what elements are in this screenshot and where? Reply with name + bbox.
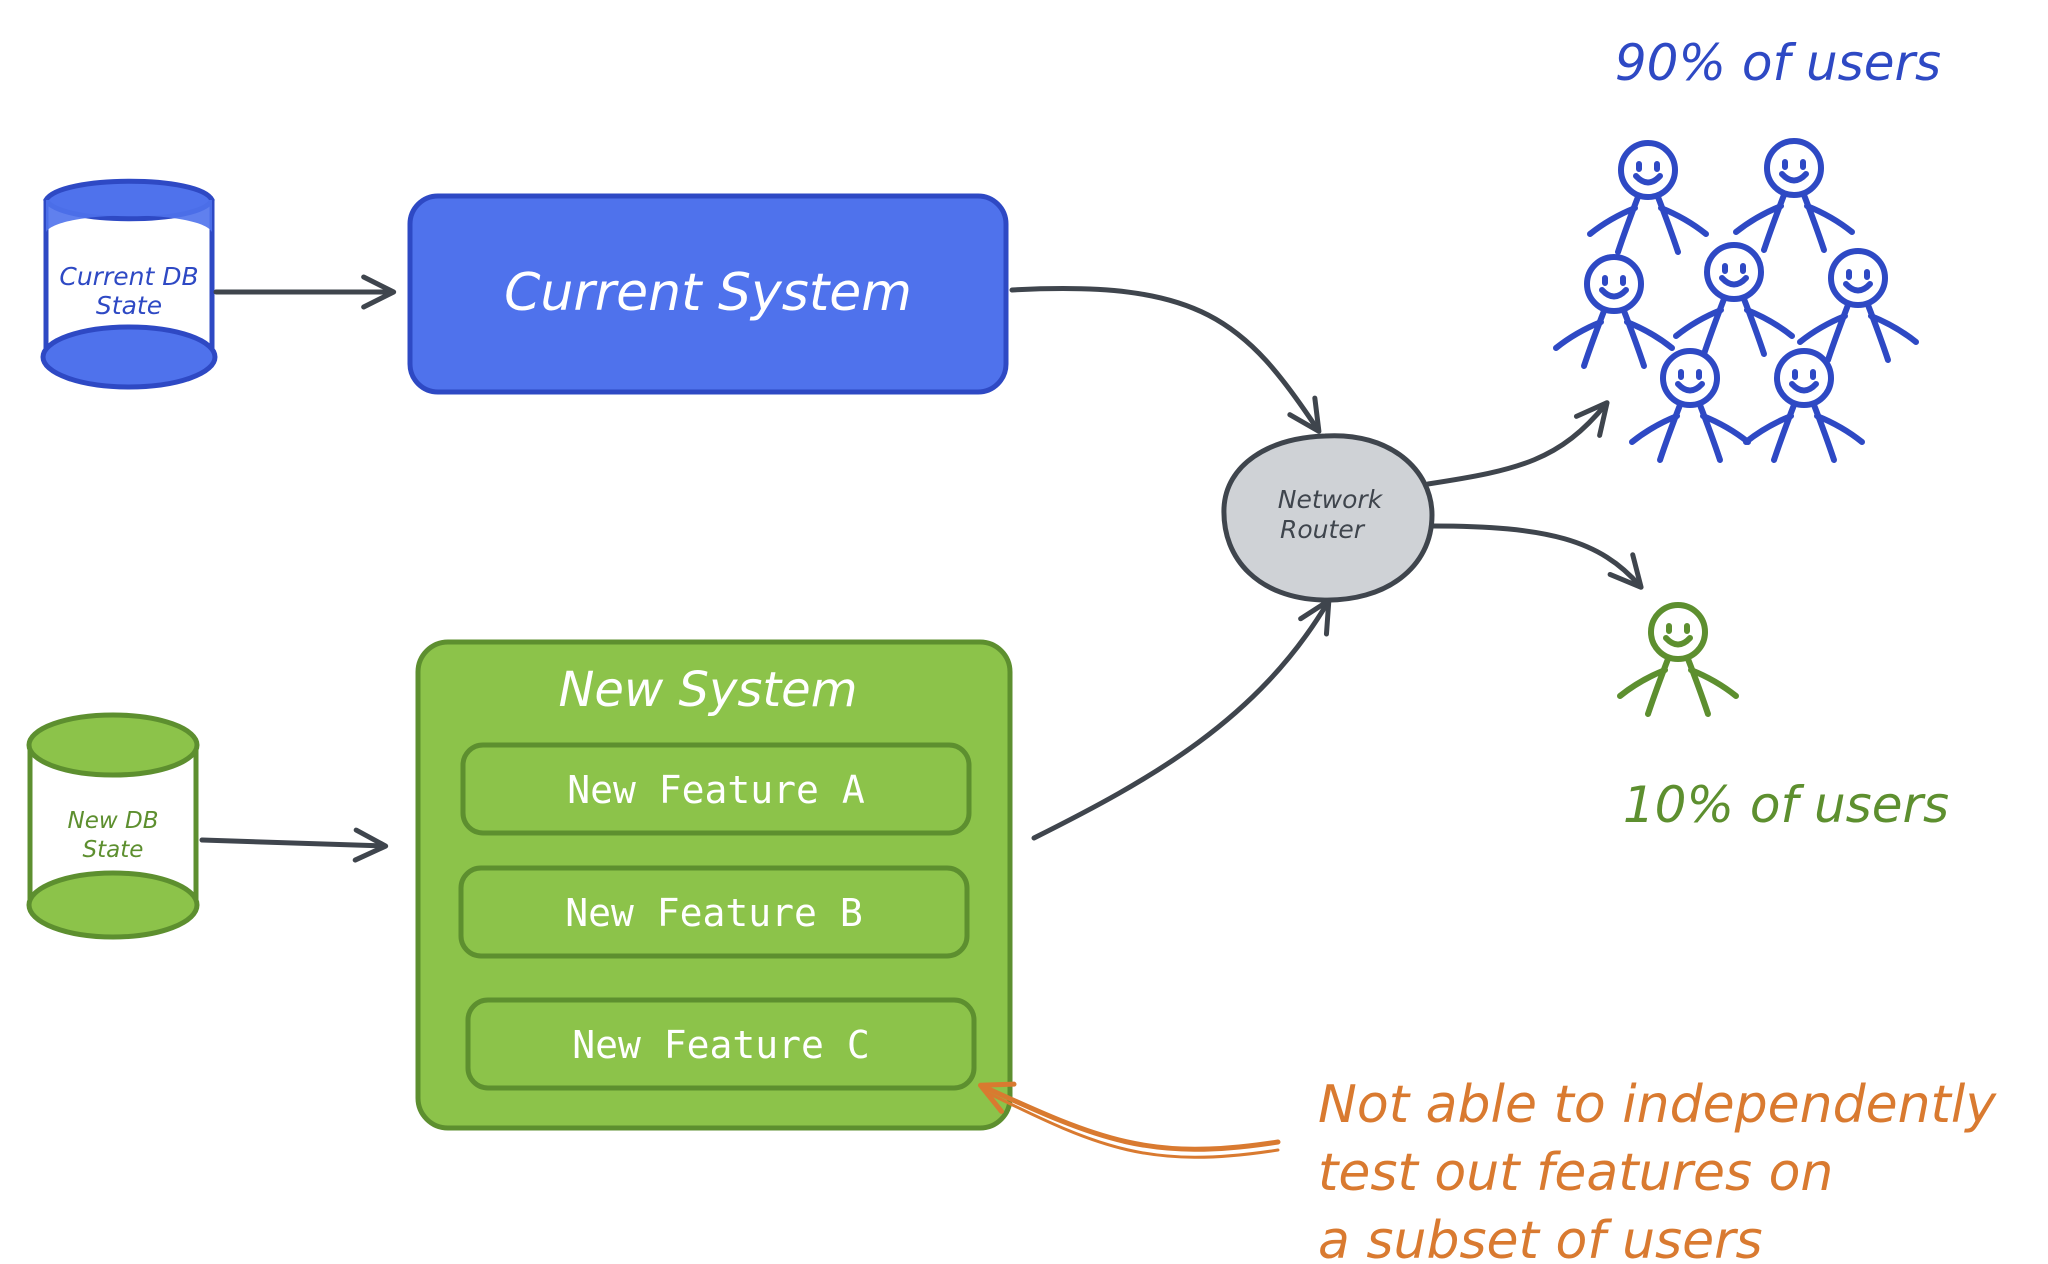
router-label-1: Network [1278,485,1384,514]
user-crowd [1553,138,1919,463]
feature-c-label: New Feature C [572,1023,869,1067]
feature-b-label: New Feature B [565,891,862,935]
annotation-line-2: test out features on [1318,1143,1833,1203]
arrow-router-to-minority [1429,523,1644,590]
router-label-2: Router [1280,515,1366,544]
new-db-label-2: State [83,837,144,863]
user-figure-4 [1673,242,1795,357]
current-system-box: Current System [407,193,1009,395]
new-db-cylinder: New DB State [26,712,200,940]
new-system-title: New System [559,662,858,718]
feature-box-c: New Feature C [465,997,977,1091]
annotation-line-1: Not able to independently [1318,1075,1997,1135]
feature-a-label: New Feature A [567,768,865,812]
current-db-label-1: Current DB [59,262,198,291]
user-figure-5 [1797,248,1919,363]
user-figure-minority [1617,602,1739,717]
network-router: Network Router [1221,433,1435,603]
current-system-title: Current System [504,263,912,323]
arrow-current-system-to-router [1009,286,1322,434]
minority-users-label: 10% of users [1623,776,1949,834]
connectors [199,274,1644,863]
current-db-cylinder: Current DB State [40,178,218,390]
user-figure-6 [1629,348,1751,463]
arrow-new-system-to-router [1031,598,1332,841]
user-figure-2 [1733,138,1855,253]
current-db-label-2: State [96,291,162,320]
feature-box-b: New Feature B [458,865,970,959]
user-figure-1 [1587,140,1709,255]
majority-users-label: 90% of users [1615,34,1941,92]
new-db-label-1: New DB [68,808,159,834]
new-system-box: New System New Feature A New Feature B N… [415,639,1013,1131]
annotation: Not able to independently test out featu… [977,1075,1997,1264]
arrow-router-to-majority [1425,400,1610,487]
arrow-new-db-to-system [199,827,389,863]
feature-box-a: New Feature A [460,742,972,836]
annotation-arrow [977,1081,1281,1152]
user-figure-7 [1743,348,1865,463]
annotation-line-3: a subset of users [1318,1211,1763,1264]
user-single [1617,602,1739,717]
user-figure-3 [1553,254,1675,369]
annotation-arrow-shadow [988,1092,1280,1159]
